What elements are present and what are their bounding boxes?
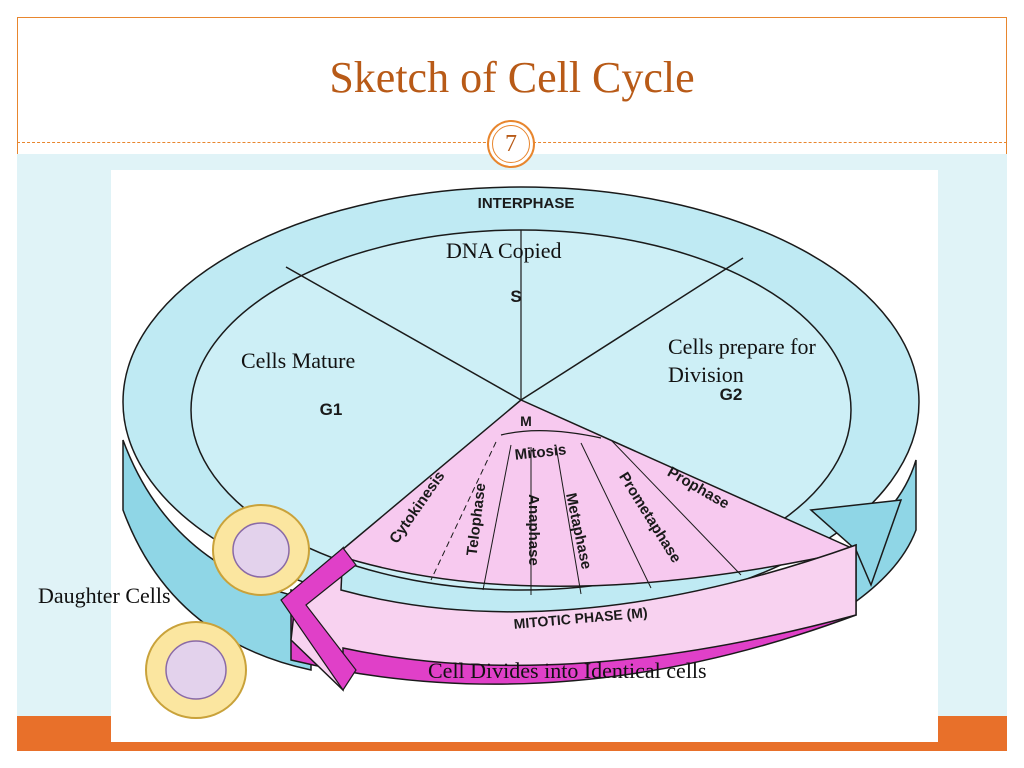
divider-left <box>285 266 522 401</box>
annotation-cells-mature: Cells Mature <box>241 348 356 373</box>
phase-line-6 <box>610 439 742 576</box>
mitotic-wedge <box>334 399 859 587</box>
interphase-label: INTERPHASE <box>478 195 575 212</box>
phase-line-1 <box>430 441 497 581</box>
phase-line-5 <box>580 442 652 589</box>
mitosis-band <box>500 430 602 439</box>
sector-g2-label: G2 <box>720 385 743 404</box>
sector-g1-label: G1 <box>320 400 343 419</box>
annotation-dna-copied: DNA Copied <box>446 238 562 263</box>
page-number: 7 <box>505 131 517 157</box>
annotation-daughter-cells: Daughter Cells <box>38 583 171 608</box>
cell-cycle-diagram: INTERPHASE S G1 G2 M Mitosis Cytokinesis… <box>111 170 938 742</box>
mitosis-label: Mitosis <box>514 441 567 463</box>
ring-arrowhead <box>809 499 903 588</box>
daughter-cell-2-nucleus <box>165 640 227 700</box>
annotation-prepare-line2: Division <box>668 362 744 387</box>
slide-title: Sketch of Cell Cycle <box>329 53 695 102</box>
annotation-prepare-line1: Cells prepare for <box>668 334 816 359</box>
interphase-ring-side <box>122 439 312 671</box>
mitotic-arrow-tip <box>280 547 357 692</box>
cell-cycle-svg: INTERPHASE S G1 G2 M Mitosis Cytokinesis… <box>122 186 920 719</box>
sector-m-label: M <box>520 413 532 429</box>
daughter-cell-1-nucleus <box>232 522 290 578</box>
divider-right <box>520 257 744 401</box>
page-number-badge: 7 <box>487 120 535 168</box>
phase-anaphase: Anaphase <box>525 494 542 566</box>
annotation-cell-divides: Cell Divides into Identical cells <box>428 658 707 683</box>
sector-s-label: S <box>510 287 521 306</box>
phase-line-4 <box>555 445 582 595</box>
phase-line-2 <box>482 444 512 591</box>
